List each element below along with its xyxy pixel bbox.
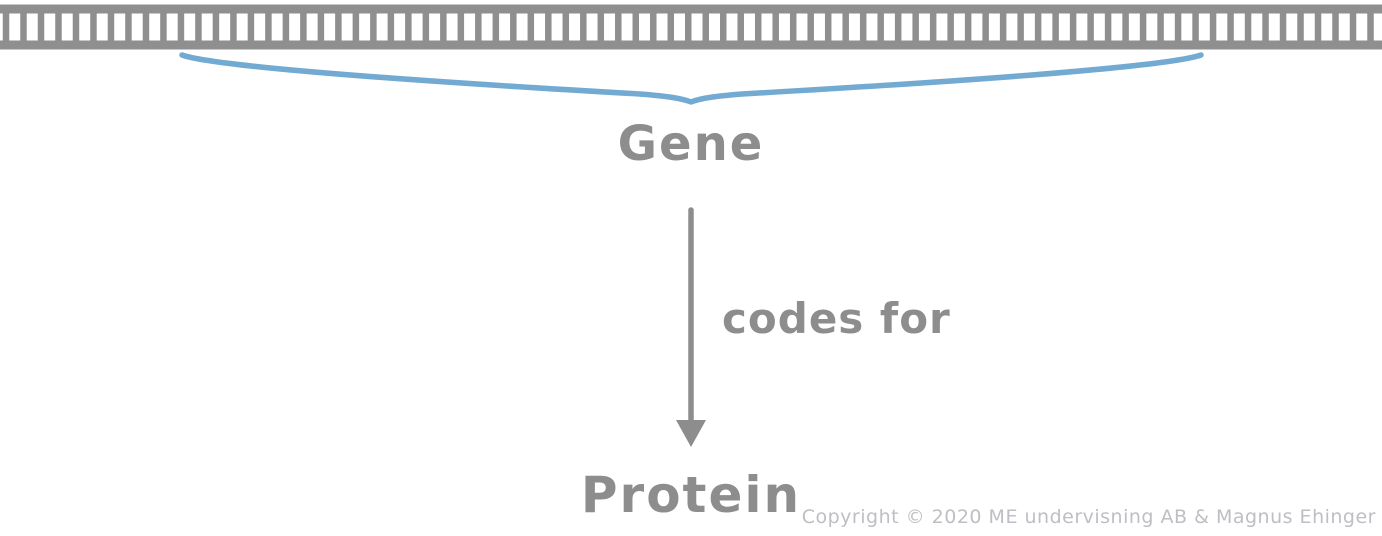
copyright-notice: Copyright © 2020 ME undervisning AB & Ma… (801, 506, 1376, 528)
dna-strand-icon (0, 4, 1382, 50)
gene-label: Gene (617, 116, 765, 172)
dna-rungs (2, 6, 1374, 48)
protein-label: Protein (580, 466, 802, 524)
codes-for-label: codes for (722, 294, 951, 343)
